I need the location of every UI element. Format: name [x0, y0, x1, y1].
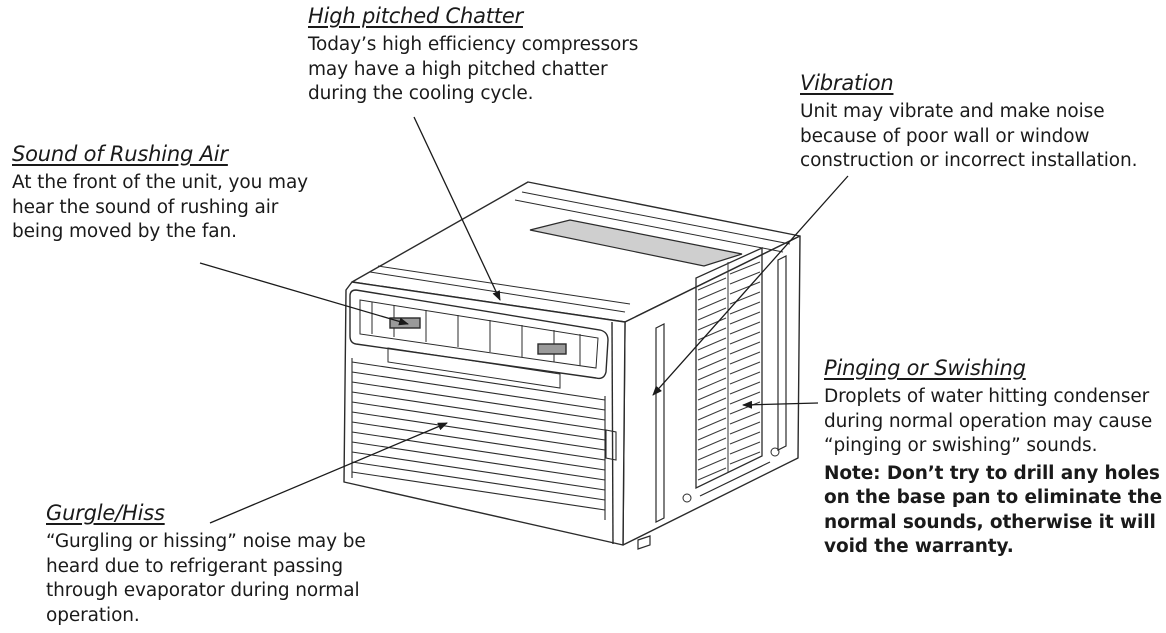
callout-line: construction or incorrect installation. — [800, 150, 1138, 171]
rushing-leader — [199, 262, 409, 326]
side-vent-grille — [655, 246, 787, 523]
warranty-note-line: on the base pan to eliminate the — [824, 487, 1163, 508]
warranty-note-line: Note: Don’t try to drill any holes — [824, 462, 1160, 484]
callout-title: High pitched Chatter — [308, 4, 523, 28]
callout-title: Vibration — [800, 71, 894, 95]
callout-line: hear the sound of rushing air — [12, 196, 279, 218]
callout-gurgle-hiss: Gurgle/Hiss “Gurgling or hissing” noise … — [46, 500, 366, 628]
callout-line: Unit may vibrate and make noise — [800, 101, 1105, 122]
callout-line: Droplets of water hitting condenser — [824, 386, 1150, 407]
callout-title: Sound of Rushing Air — [12, 142, 228, 166]
callout-line: Today’s high efficiency compressors — [308, 34, 639, 55]
pinging-leader — [742, 400, 819, 409]
callout-title: Gurgle/Hiss — [46, 501, 165, 525]
callout-line: operation. — [46, 604, 140, 626]
louver-panel — [349, 289, 609, 380]
top-vent-grille — [529, 219, 743, 267]
callout-vibration: Vibration Unit may vibrate and make nois… — [800, 70, 1137, 174]
front-intake-grille — [351, 358, 617, 520]
warranty-note-line: void the warranty. — [824, 536, 1014, 557]
warranty-note-line: normal sounds, otherwise it will — [824, 511, 1156, 533]
chatter-leader — [413, 116, 501, 301]
leader-lines — [199, 116, 849, 524]
callout-line: because of poor wall or window — [800, 125, 1090, 147]
callout-line: “Gurgling or hissing” noise may be — [46, 531, 366, 552]
callout-line: through evaporator during normal — [46, 580, 360, 601]
callout-line: during normal operation may cause — [824, 410, 1153, 432]
callout-line: during the cooling cycle. — [308, 83, 534, 104]
callout-high-pitched-chatter: High pitched Chatter Today’s high effici… — [308, 3, 638, 107]
callout-title: Pinging or Swishing — [824, 356, 1026, 380]
callout-line: “pinging or swishing” sounds. — [824, 435, 1098, 456]
callout-pinging-swishing: Pinging or Swishing Droplets of water hi… — [824, 355, 1162, 560]
callout-line: heard due to refrigerant passing — [46, 555, 344, 577]
callout-line: At the front of the unit, you may — [12, 172, 309, 193]
callout-rushing-air: Sound of Rushing Air At the front of the… — [12, 141, 308, 245]
callout-line: being moved by the fan. — [12, 221, 237, 242]
vibration-leader — [652, 175, 849, 396]
callout-line: may have a high pitched chatter — [308, 58, 608, 80]
gurgle-leader — [209, 422, 448, 524]
